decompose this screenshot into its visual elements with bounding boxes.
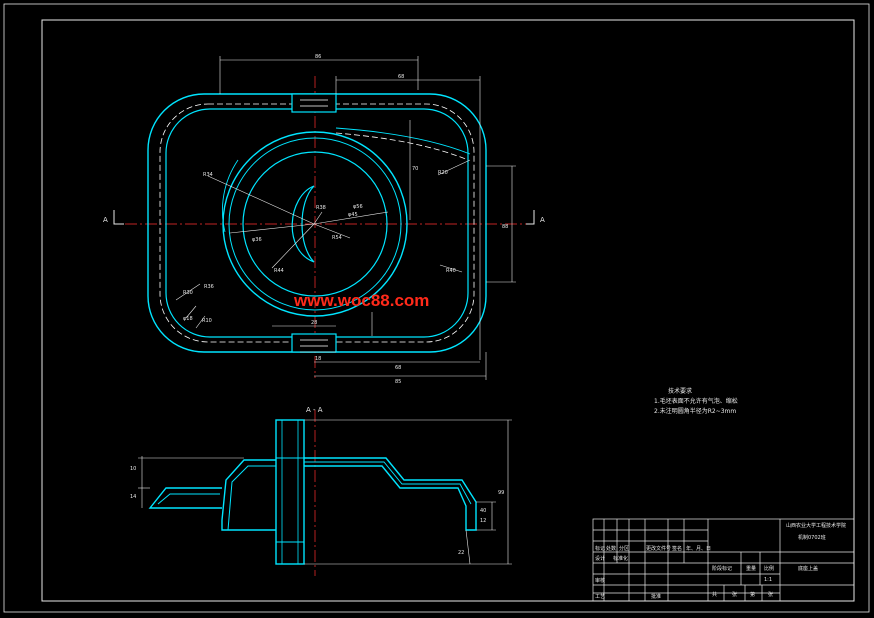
dim-d45: φ45 <box>348 212 358 218</box>
dim-sec-14: 14 <box>130 494 136 500</box>
dim-r20: R20 <box>438 170 448 176</box>
tb-meta-2: 比例 <box>764 565 774 572</box>
dim-d18: φ18 <box>183 316 193 322</box>
dim-sec-12: 12 <box>480 518 486 524</box>
dim-top-86: 86 <box>315 54 321 60</box>
dim-r38: R38 <box>316 205 326 211</box>
inner-circle <box>242 151 388 297</box>
tech-req-item-2: 2.未注明圆角半径为R2~3mm <box>654 407 736 415</box>
hub-body <box>275 419 305 565</box>
tb-footer-3: 张 <box>768 591 773 598</box>
tb-meta-0: 阶段标记 <box>712 565 732 572</box>
dim-r54: R54 <box>332 235 342 241</box>
top-notch <box>291 93 337 113</box>
dim-r10: R10 <box>202 318 212 324</box>
tech-req-title: 技术要求 <box>668 387 692 395</box>
dim-top-68: 68 <box>398 74 404 80</box>
section-view <box>138 410 512 576</box>
section-right-wing <box>304 457 477 531</box>
tb-class: 机制0702班 <box>798 534 826 541</box>
tb-part-name: 底座上盖 <box>798 565 818 572</box>
tb-header-0: 标记 <box>595 545 605 552</box>
dim-r44: R44 <box>274 268 284 274</box>
dim-r30: R30 <box>183 290 193 296</box>
section-view-label: A - A <box>306 406 323 414</box>
tb-footer-2: 第 <box>750 591 755 598</box>
tb-header-3: 更改文件号 <box>646 545 671 552</box>
tb-scale: 1:1 <box>764 577 772 583</box>
tb-row-3: 标准化 <box>613 555 628 562</box>
dim-r34: R34 <box>203 172 213 178</box>
top-view <box>113 56 535 380</box>
section-left-wing <box>221 459 276 531</box>
dim-d36: φ36 <box>252 237 262 243</box>
dim-sec-99: 99 <box>498 490 504 496</box>
section-mark-left: A <box>103 216 108 224</box>
tb-row-2: 工艺 <box>595 594 605 600</box>
tb-footer-0: 共 <box>712 591 717 598</box>
tb-row-4: 批准 <box>651 593 661 600</box>
dim-d56: φ56 <box>353 204 363 210</box>
dim-side-70: 70 <box>412 166 418 172</box>
dim-bottom-68: 68 <box>395 365 401 371</box>
tb-footer-1: 张 <box>732 591 737 598</box>
bottom-notch <box>291 333 337 353</box>
dim-side-88: 88 <box>502 224 508 230</box>
inner-border <box>41 19 855 602</box>
dim-bottom-18: 18 <box>315 356 321 362</box>
tb-meta-1: 重量 <box>746 565 756 572</box>
dim-sec-22: 22 <box>458 550 464 556</box>
outer-border <box>3 3 870 613</box>
dim-sec-10: 10 <box>130 466 136 472</box>
tech-req-item-1: 1.毛坯表面不允许有气泡、缩松 <box>654 397 738 405</box>
title-block <box>592 518 855 602</box>
tb-header-4: 签名 <box>672 545 682 552</box>
tb-header-2: 分区 <box>619 545 629 552</box>
tb-company: 山西农业大学工程技术学院 <box>786 522 846 529</box>
dim-sec-40: 40 <box>480 508 486 514</box>
tb-row-1: 审核 <box>595 577 605 584</box>
tb-row-0: 设计 <box>595 555 605 562</box>
dim-r36: R36 <box>204 284 214 290</box>
dim-bottom-28: 28 <box>311 320 317 326</box>
crescent-slot <box>291 185 315 263</box>
dim-bottom-85: 85 <box>395 379 401 385</box>
dim-r40: R40 <box>446 268 456 274</box>
tb-header-1: 处数 <box>606 545 616 552</box>
watermark: www.woc88.com <box>293 291 429 310</box>
section-mark-right: A <box>540 216 545 224</box>
tb-header-5: 年、月、日 <box>686 545 711 552</box>
